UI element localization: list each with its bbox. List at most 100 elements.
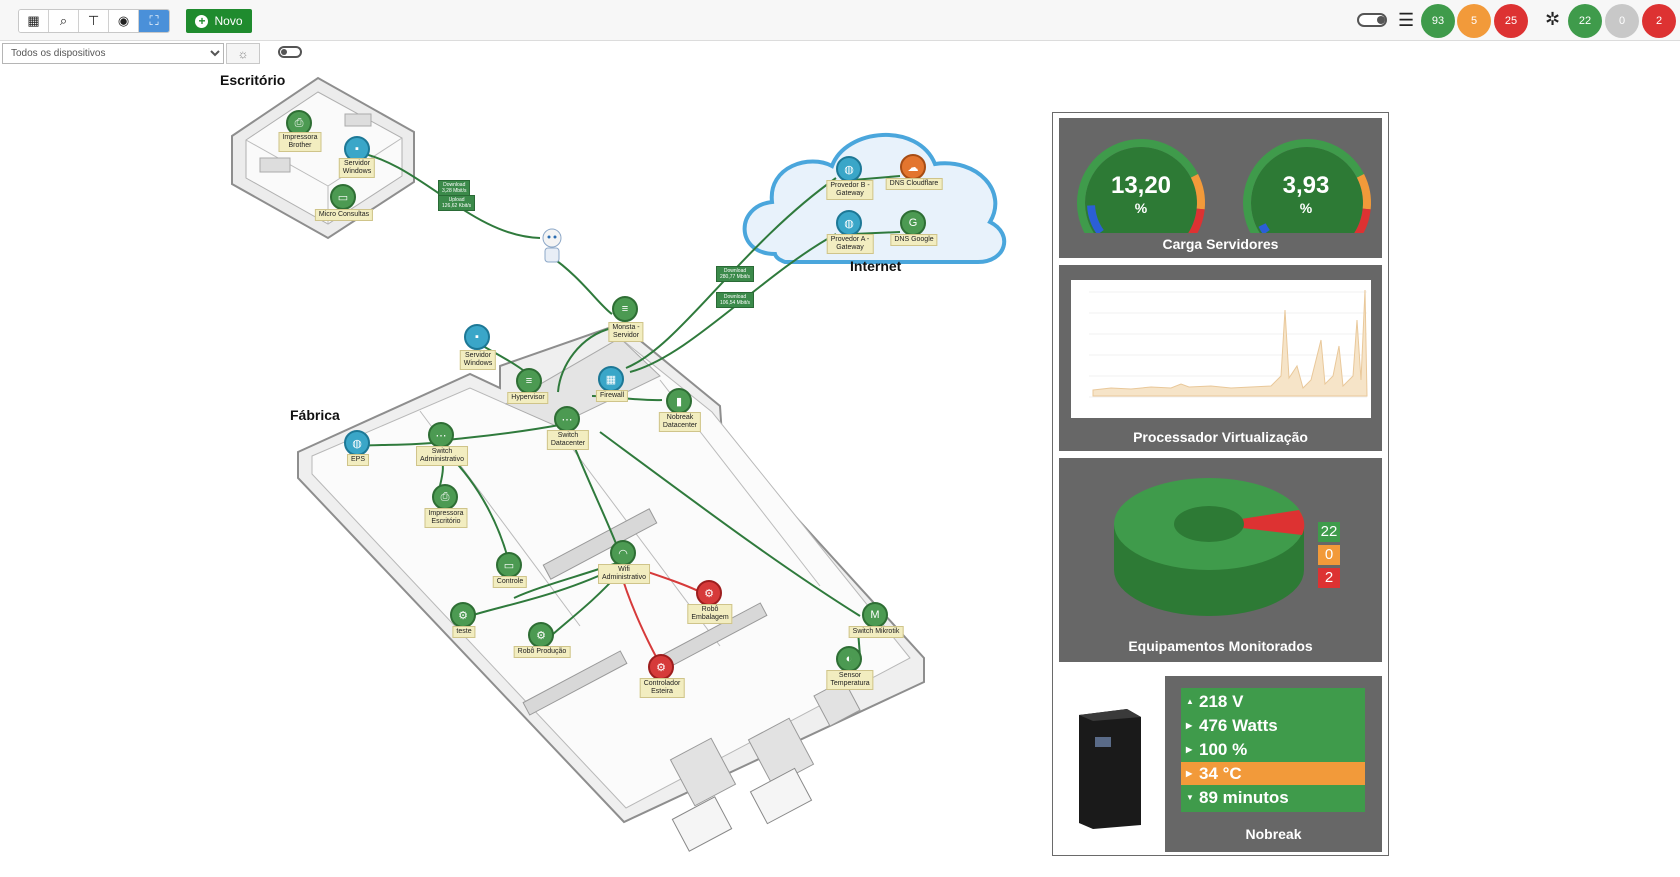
hierarchy-view-button[interactable]: ⊤	[79, 10, 109, 32]
device-badge-up[interactable]: 22	[1568, 4, 1602, 38]
firewall-node[interactable]: ▦	[598, 366, 624, 392]
gauge-1-value-arc	[1087, 204, 1104, 235]
eps-node[interactable]: ◍	[344, 430, 370, 456]
gauge-2-unit: %	[1299, 200, 1313, 216]
printer-brother-node[interactable]: ⎙	[286, 110, 312, 136]
isp-a-download-value: 106,54 Mbit/s	[720, 300, 751, 306]
gauge-1-base	[1073, 233, 1209, 258]
map-view-button[interactable]: ⛶	[139, 10, 169, 32]
isp-b-download: Download 280,77 Mbit/s	[716, 266, 755, 282]
controle-node[interactable]: ▭	[496, 552, 522, 578]
monitored-warning-count: 0	[1318, 545, 1340, 565]
printer-office-node[interactable]: ⎙	[432, 484, 458, 510]
nobreak-autonomy-value: 89 minutos	[1199, 788, 1289, 807]
switch-icon: ⋯	[435, 429, 447, 442]
switch-admin-node[interactable]: ⋯	[428, 422, 454, 448]
internet-cloud	[742, 132, 1007, 264]
arrow-up-icon: ▲	[1186, 697, 1194, 706]
provider-b-gateway-label: Provedor B -Gateway	[826, 180, 874, 200]
monitored-devices-panel[interactable]: 22 0 2 Equipamentos Monitorados	[1059, 458, 1382, 662]
gear-icon: ⚙	[536, 629, 546, 642]
map-icon: ⛶	[149, 13, 159, 28]
wifi-icon: ◠	[618, 547, 628, 560]
server-load-panel[interactable]: 13,20 % 3,93 % Carga Servidores	[1059, 118, 1382, 258]
device-badge-warning[interactable]: 0	[1605, 4, 1639, 38]
provider-b-gateway-node[interactable]: ◍	[836, 156, 862, 182]
dashboard-panel: 13,20 % 3,93 % Carga Servidores Processa…	[1052, 112, 1389, 856]
list-icon[interactable]: ☰	[1398, 10, 1415, 30]
micro-consultas-node[interactable]: ▭	[330, 184, 356, 210]
server-windows-node[interactable]: ▪	[464, 324, 490, 350]
dns-cloudflare-node[interactable]: ☁	[900, 154, 926, 180]
plus-icon: +	[195, 14, 209, 28]
google-icon: G	[908, 217, 918, 229]
gauge-2-value: 3,93	[1282, 172, 1330, 199]
nobreak-power-value: 476 Watts	[1199, 716, 1278, 735]
status-badge-ok[interactable]: 93	[1421, 4, 1455, 38]
ups-icon	[1079, 709, 1141, 829]
cpu-panel[interactable]: Processador Virtualização	[1059, 265, 1382, 451]
grid-icon: ▦	[27, 13, 40, 28]
server-load-gauges	[1073, 139, 1375, 258]
teste-node[interactable]: ⚙	[450, 602, 476, 628]
map-toggle-knob	[281, 49, 287, 55]
hypervisor-node[interactable]: ≡	[516, 368, 542, 394]
search-button[interactable]: ⌕	[49, 10, 79, 32]
gauge-1-face	[1085, 147, 1197, 258]
office-link-download: Download 3,28 Mbit/s	[438, 180, 471, 196]
office-floorplan	[231, 76, 415, 240]
dns-google-node[interactable]: G	[900, 210, 926, 236]
arrow-right-icon: ▶	[1186, 721, 1193, 730]
cpu-title: Processador Virtualização	[1133, 429, 1308, 445]
device-filter-select[interactable]: Todos os dispositivos	[2, 43, 224, 64]
new-button[interactable]: + Novo	[186, 9, 252, 33]
status-badge-warning[interactable]: 5	[1457, 4, 1491, 38]
nobreak-voltage: ▲218 V	[1181, 690, 1365, 713]
monitored-devices-title: Equipamentos Monitorados	[1128, 638, 1313, 654]
target-view-button[interactable]: ◉	[109, 10, 139, 32]
switch-mikrotik-node[interactable]: M	[862, 602, 888, 628]
printer-icon: ⎙	[294, 116, 304, 129]
search-icon: ⌕	[59, 13, 68, 28]
arrow-right-icon: ▶	[1186, 769, 1193, 778]
firewall-icon: ▦	[605, 373, 617, 386]
robot-production-label: Robô Produção	[513, 646, 571, 658]
conveyor-controller-node[interactable]: ⚙	[648, 654, 674, 680]
monsta-server-label: Monsta -Servidor	[608, 322, 644, 342]
toggle-knob	[1377, 16, 1385, 24]
provider-a-gateway-node[interactable]: ◍	[836, 210, 862, 236]
globe-icon: ◍	[352, 437, 362, 450]
robot-packing-node[interactable]: ⚙	[696, 580, 722, 606]
switch-datacenter-node[interactable]: ⋯	[554, 406, 580, 432]
trucks	[671, 767, 813, 852]
status-badge-critical[interactable]: 25	[1494, 4, 1528, 38]
globe-icon: ◍	[844, 217, 854, 230]
map-toggle[interactable]	[278, 46, 302, 58]
computer-icon: ▭	[503, 559, 515, 572]
isp-a-download-label: Download	[723, 294, 747, 300]
firewall-label: Firewall	[595, 390, 629, 402]
temperature-sensor-node[interactable]: ◐	[836, 646, 862, 672]
teste-label: teste	[452, 626, 476, 638]
controle-label: Controle	[492, 576, 528, 588]
grid-view-button[interactable]: ▦	[19, 10, 49, 32]
wifi-admin-node[interactable]: ◠	[610, 540, 636, 566]
theme-button[interactable]: ☼	[226, 43, 260, 64]
robot-production-node[interactable]: ⚙	[528, 622, 554, 648]
device-badge-down[interactable]: 2	[1642, 4, 1676, 38]
view-button-group: ▦ ⌕ ⊤ ◉ ⛶	[18, 9, 170, 33]
internet-area-label: Internet	[850, 258, 902, 274]
monitored-critical-count: 2	[1318, 568, 1340, 588]
new-button-label: Novo	[214, 14, 243, 28]
gear-icon: ⚙	[656, 661, 666, 674]
sun-icon: ☼	[237, 46, 249, 61]
topology-icon[interactable]: ✲	[1545, 9, 1561, 29]
nobreak-panel[interactable]: ▲218 V ▶476 Watts ▶100 % ▶34 °C ▼89 minu…	[1165, 676, 1382, 852]
display-toggle[interactable]	[1357, 13, 1387, 27]
monsta-server-node[interactable]: ≡	[612, 296, 638, 322]
nobreak-datacenter-node[interactable]: ▮	[666, 388, 692, 414]
